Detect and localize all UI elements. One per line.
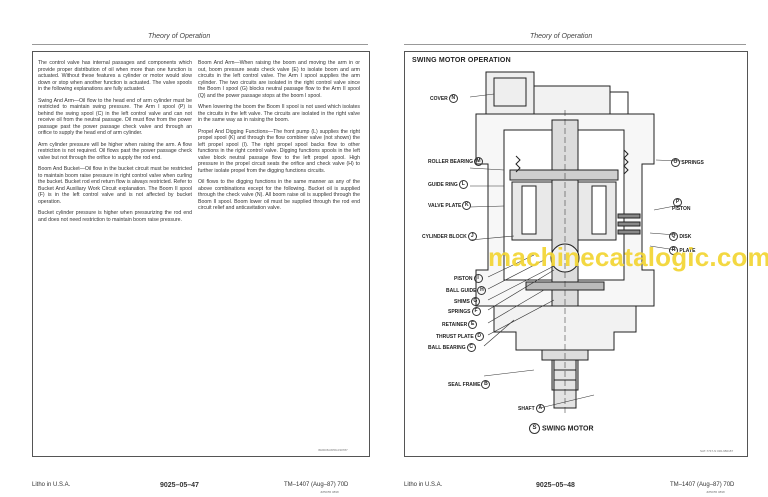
column-code: IM2D08-R059-030787 <box>318 448 348 452</box>
paragraph: The control valve has internal passages … <box>38 60 192 92</box>
footer-manual-id: TM–1407 (Aug–87) 70D <box>670 482 735 488</box>
text-frame <box>32 51 370 457</box>
paragraph: When lowering the boom the Boom II spool… <box>198 104 360 123</box>
diagram-caption: S SWING MOTOR <box>528 423 594 434</box>
paragraph: Oil flows to the digging functions in th… <box>198 179 360 211</box>
footer-small-code: JM5D55 0898 <box>320 490 339 494</box>
page-header: Theory of Operation <box>148 33 211 40</box>
watermark: machinecatalogic.com <box>488 242 768 272</box>
text-column-1: The control valve has internal passages … <box>38 60 192 228</box>
label-disk: Q DISK <box>668 232 691 241</box>
right-page: Theory of Operation <box>384 0 768 497</box>
paragraph: Boom And Bucket—Oil flow in the bucket c… <box>38 166 192 205</box>
diagram-code: SAT-7747-N 030-980187 <box>700 449 734 453</box>
text-column-2: Boom And Arm—When raising the boom and m… <box>198 60 360 217</box>
paragraph: Boom And Arm—When raising the boom and m… <box>198 60 360 99</box>
page-number: 9025–05–48 <box>536 482 575 489</box>
paragraph: Bucket cylinder pressure is higher when … <box>38 210 192 223</box>
swing-motor-diagram <box>475 71 655 415</box>
header-rule <box>404 44 746 45</box>
page-header: Theory of Operation <box>530 33 593 40</box>
diagram-frame <box>404 51 748 457</box>
page-number: 9025–05–47 <box>160 482 199 489</box>
paragraph: Propel And Digging Functions—The front p… <box>198 128 360 174</box>
footer-manual-id: TM–1407 (Aug–87) 70D <box>284 482 349 488</box>
diagram-title: SWING MOTOR OPERATION <box>412 57 511 64</box>
paragraph: Swing And Arm—Oil flow to the head end o… <box>38 97 192 137</box>
paragraph: Arm cylinder pressure will be higher whe… <box>38 141 192 161</box>
label-springs-right: O SPRINGS <box>670 158 704 167</box>
footer-litho: Litho in U.S.A. <box>32 482 71 488</box>
left-page: Theory of Operation The control valve ha… <box>32 33 370 494</box>
footer-litho: Litho in U.S.A. <box>404 482 443 488</box>
header-rule <box>32 44 368 45</box>
label-plate: R PLATE <box>668 246 695 255</box>
footer-small-code: JM5D55 0898 <box>706 490 725 494</box>
